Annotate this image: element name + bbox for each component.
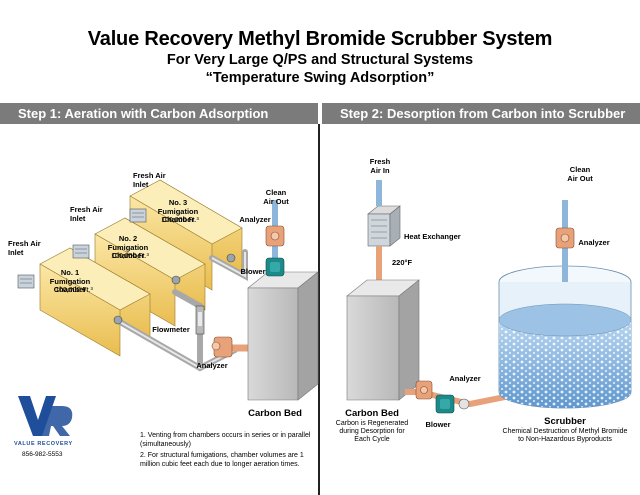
scrubber-desc: Chemical Destruction of Methyl Bromide t… bbox=[502, 428, 628, 443]
step2-header: Step 2: Desorption from Carbon into Scru… bbox=[322, 103, 640, 124]
chamber-3-name: No. 3 Fumigation Chamber bbox=[157, 198, 199, 224]
note-2: 2. For structural fumigations, chamber v… bbox=[140, 452, 304, 468]
page-title: Value Recovery Methyl Bromide Scrubber S… bbox=[87, 28, 553, 50]
chamber-3-volume: 100,000 Ft.³ bbox=[161, 217, 199, 224]
heat-exchanger-icon bbox=[367, 205, 401, 247]
temperature-label: 220°F bbox=[392, 258, 413, 267]
fresh-air-inlet-label-3: Fresh Air Inlet bbox=[133, 171, 166, 189]
chamber-1-name: No. 1 Fumigation Chamber bbox=[49, 268, 91, 294]
logo-company-name: VALUE RECOVERY bbox=[14, 441, 73, 447]
fumigation-chamber-1 bbox=[39, 247, 151, 357]
analyzer-label-step1-bottom: Analyzer bbox=[196, 361, 228, 370]
page-subtitle-2: “Temperature Swing Adsorption” bbox=[205, 70, 435, 86]
section-divider bbox=[318, 124, 320, 495]
analyzer-label-step2-bottom: Analyzer bbox=[449, 374, 481, 383]
carbon-bed-desc: Carbon is Regenerated during Desorption … bbox=[335, 420, 409, 443]
carbon-bed-step2 bbox=[346, 279, 420, 401]
chamber-1-volume: 100,000 Ft.³ bbox=[55, 287, 93, 294]
carbon-bed-step1 bbox=[247, 271, 319, 401]
fresh-air-inlet-label-1: Fresh Air Inlet bbox=[8, 239, 41, 257]
fumigation-chamber-2 bbox=[94, 217, 206, 327]
blower-label-step2: Blower bbox=[425, 420, 451, 429]
carbon-bed-label-step1: Carbon Bed bbox=[248, 408, 302, 419]
flowmeter-icon bbox=[195, 305, 205, 335]
blower-label-step1: Blower bbox=[240, 267, 266, 276]
heat-exchanger-label: Heat Exchanger bbox=[404, 232, 461, 241]
scrubber-tank bbox=[498, 265, 632, 409]
fresh-air-in-label: Fresh Air In bbox=[369, 157, 391, 175]
analyzer-icon-step1-bottom bbox=[211, 336, 250, 358]
logo-phone: 856-982-5553 bbox=[22, 451, 63, 458]
valve-icon bbox=[113, 253, 236, 325]
analyzer-icon-step2-top bbox=[555, 227, 575, 249]
analyzer-label-step2-top: Analyzer bbox=[578, 238, 610, 247]
blower-icon-step1 bbox=[265, 257, 285, 277]
fresh-air-inlet-label-2: Fresh Air Inlet bbox=[70, 205, 103, 223]
fresh-air-inlet-icon-1 bbox=[17, 274, 35, 289]
analyzer-label-step1-top: Analyzer bbox=[239, 215, 271, 224]
chamber-2-volume: 100,000 Ft.³ bbox=[111, 253, 149, 260]
analyzer-icon-step1-top bbox=[265, 225, 285, 247]
analyzer-icon-step2-bottom bbox=[415, 380, 433, 400]
scrubber-label: Scrubber bbox=[544, 416, 586, 427]
step1-header: Step 1: Aeration with Carbon Adsorption bbox=[0, 103, 318, 124]
note-1: 1. Venting from chambers occurs in serie… bbox=[140, 432, 311, 448]
page-subtitle-1: For Very Large Q/PS and Structural Syste… bbox=[166, 52, 474, 68]
carbon-bed-label-step2: Carbon Bed bbox=[345, 408, 399, 419]
clean-air-out-label-step1: Clean Air Out bbox=[263, 188, 289, 206]
fresh-air-inlet-icon-2 bbox=[72, 244, 90, 259]
fresh-air-inlet-icon-3 bbox=[129, 208, 147, 223]
flowmeter-label: Flowmeter bbox=[152, 325, 190, 334]
chamber-2-name: No. 2 Fumigation Chamber bbox=[107, 234, 149, 260]
clean-air-out-label-step2: Clean Air Out bbox=[567, 165, 593, 183]
blower-icon-step2 bbox=[435, 394, 470, 414]
value-recovery-logo bbox=[18, 396, 73, 436]
